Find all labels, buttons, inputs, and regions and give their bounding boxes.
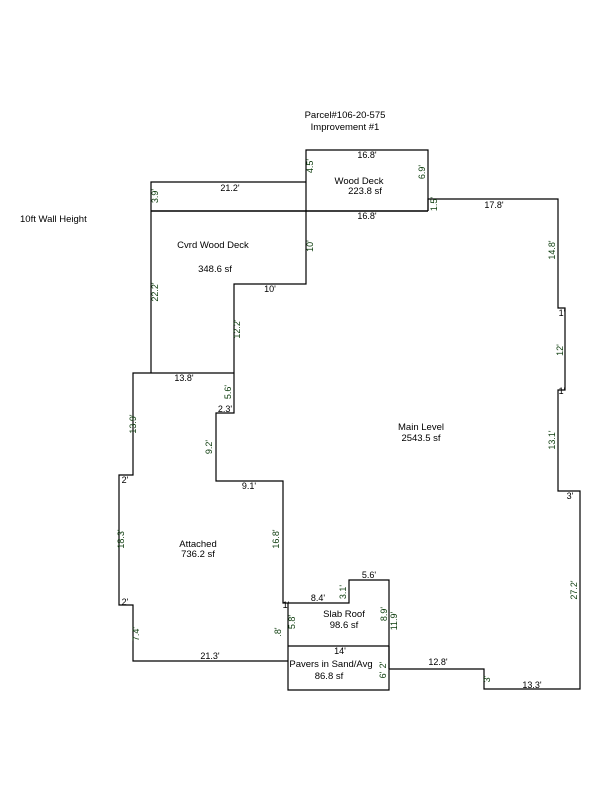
wood-deck-outline (150, 149, 429, 211)
dim-label: 10' (305, 240, 315, 252)
dim-label: 1' (283, 600, 290, 610)
dim-label: 14' (334, 646, 346, 656)
cvrd-deck-label: Cvrd Wood Deck (177, 240, 249, 251)
dim-label: 11.9' (389, 611, 399, 630)
dim-label: 6.9' (417, 165, 427, 180)
dim-label: 17.8' (484, 200, 504, 210)
slab-roof-outline (287, 603, 389, 647)
dim-label: 13.3' (522, 680, 542, 690)
dim-label: 16.8' (271, 529, 281, 549)
dim-label: 3.9' (150, 189, 160, 204)
pavers-outline (287, 646, 390, 691)
dim-label: 2.3' (218, 404, 233, 414)
dim-label: 21.3' (200, 651, 220, 661)
slab-roof-label: Slab Roof (323, 609, 365, 620)
dim-label: 5.6' (362, 570, 377, 580)
dim-label: 5.6' (223, 385, 233, 400)
main-level-label: Main Level (398, 422, 444, 433)
dim-label: 9.2' (204, 440, 214, 455)
dim-label: 6' (378, 671, 388, 678)
improvement-number: Improvement #1 (311, 122, 380, 133)
dim-label: 2' (122, 597, 129, 607)
dim-label: 8.4' (311, 593, 326, 603)
dim-label: 3.1' (338, 585, 348, 600)
cvrd-deck-outline (150, 211, 307, 373)
dim-label: 3' (567, 491, 574, 501)
dim-label: 3' (482, 675, 492, 682)
parcel-number: Parcel#106-20-575 (305, 110, 386, 121)
main-level-area: 2543.5 sf (401, 433, 440, 444)
main-level-outline (215, 198, 581, 690)
wood-deck-area: 223.8 sf (348, 186, 382, 197)
dim-label: 22.2' (150, 282, 160, 302)
dim-label: 13.8' (174, 373, 194, 383)
dim-label: 12' (555, 344, 565, 356)
dim-label: 10' (264, 284, 276, 294)
wood-deck-label: Wood Deck (335, 176, 384, 187)
cvrd-deck-area: 348.6 sf (198, 264, 232, 275)
dim-label: 7.4' (131, 627, 141, 642)
dim-label: 2' (378, 661, 388, 668)
pavers-area: 86.8 sf (315, 671, 344, 682)
dim-label: 1.5' (429, 197, 439, 212)
slab-roof-area: 98.6 sf (330, 620, 359, 631)
attached-label: Attached (179, 539, 217, 550)
dim-label: 1' (559, 308, 566, 318)
dim-label: 4.5' (305, 159, 315, 174)
dim-label: 21.2' (220, 183, 240, 193)
dim-label: 27.2' (569, 580, 579, 600)
attached-outline (118, 372, 288, 662)
dim-label: 16.8' (357, 150, 377, 160)
dim-label: 5.8' (287, 615, 297, 630)
dim-label: 13.9' (128, 414, 138, 434)
wall-height-note: 10ft Wall Height (20, 214, 87, 225)
dim-label: 14.8' (547, 240, 557, 260)
attached-area: 736.2 sf (181, 549, 215, 560)
dim-label: .8' (273, 627, 283, 637)
dim-label: 2' (122, 475, 129, 485)
dim-label: 12.2' (232, 319, 242, 339)
dim-label: 8.9' (379, 607, 389, 622)
dim-label: 16.8' (357, 211, 377, 221)
pavers-label: Pavers in Sand/Avg (289, 659, 372, 670)
dim-label: 13.1' (547, 430, 557, 450)
dim-label: 9.1' (242, 481, 257, 491)
dim-label: 18.3' (116, 529, 126, 549)
dim-label: 1' (559, 386, 566, 396)
dim-label: 12.8' (428, 657, 448, 667)
